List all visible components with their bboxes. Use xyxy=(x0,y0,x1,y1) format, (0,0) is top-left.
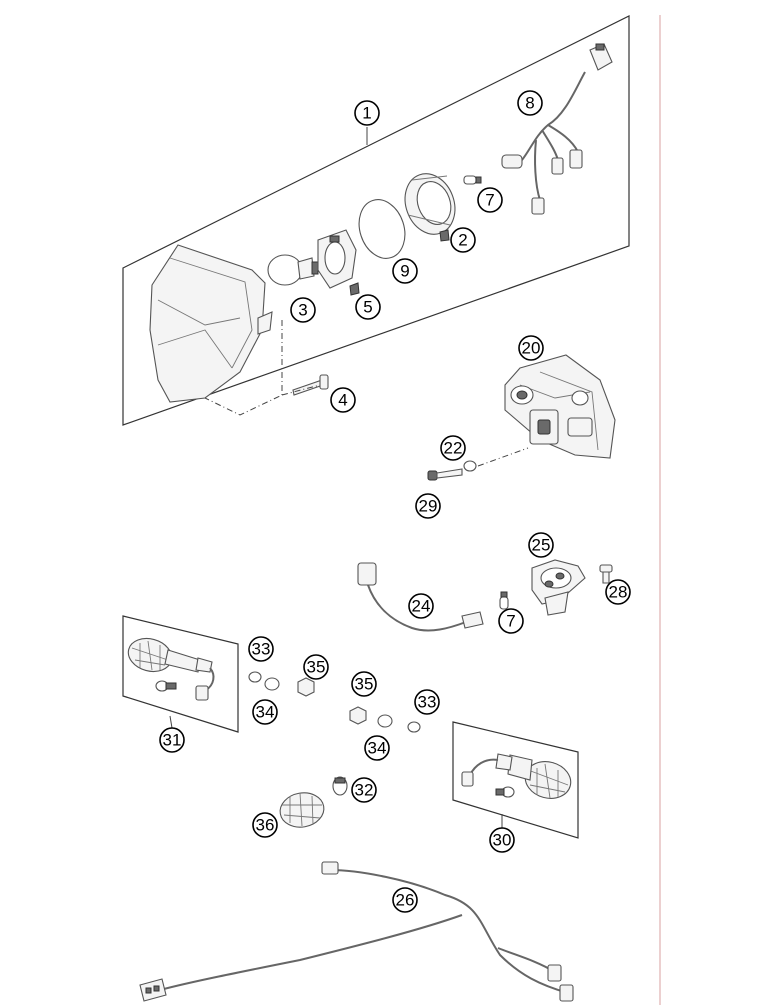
callout-2: 2 xyxy=(450,227,476,253)
callout-1: 1 xyxy=(354,100,380,126)
svg-text:22: 22 xyxy=(444,439,463,458)
callout-29: 29 xyxy=(415,493,441,519)
svg-text:8: 8 xyxy=(525,94,534,113)
svg-text:5: 5 xyxy=(363,298,372,317)
svg-text:1: 1 xyxy=(362,104,371,123)
svg-text:2: 2 xyxy=(458,231,467,250)
callout-32: 32 xyxy=(351,777,377,803)
callout-35-left: 35 xyxy=(303,654,329,680)
headlight-assembly-frame xyxy=(122,15,630,426)
callout-9: 9 xyxy=(392,258,418,284)
callout-30: 30 xyxy=(489,827,515,853)
callout-26: 26 xyxy=(392,887,418,913)
callout-3: 3 xyxy=(290,297,316,323)
headlight-lens xyxy=(358,199,406,259)
svg-text:28: 28 xyxy=(609,583,628,602)
callout-31: 31 xyxy=(159,727,185,753)
license-light-screw xyxy=(599,564,613,584)
callout-34-right: 34 xyxy=(364,735,390,761)
nut-35-right xyxy=(349,706,367,725)
washer-34-right xyxy=(377,714,393,728)
license-bulb xyxy=(499,591,509,610)
svg-text:7: 7 xyxy=(506,612,515,631)
left-indicator xyxy=(127,637,215,701)
callout-22: 22 xyxy=(440,435,466,461)
callout-33-right: 33 xyxy=(414,689,440,715)
right-indicator-frame xyxy=(452,721,579,839)
svg-text:7: 7 xyxy=(485,191,494,210)
svg-text:31: 31 xyxy=(163,731,182,750)
license-plate-light xyxy=(531,559,586,616)
svg-text:4: 4 xyxy=(338,391,347,410)
svg-text:36: 36 xyxy=(256,816,275,835)
left-indicator-frame xyxy=(122,615,239,733)
license-light-cable xyxy=(357,562,484,632)
nut-35-left xyxy=(297,677,315,697)
main-wiring-harness xyxy=(139,861,574,1002)
callout-35-right: 35 xyxy=(351,671,377,697)
svg-text:30: 30 xyxy=(493,831,512,850)
svg-text:24: 24 xyxy=(412,597,431,616)
svg-text:34: 34 xyxy=(368,739,387,758)
washer-33-left xyxy=(248,671,262,683)
reflector-ring xyxy=(404,173,456,242)
svg-text:26: 26 xyxy=(396,891,415,910)
svg-text:25: 25 xyxy=(532,536,551,555)
callout-24: 24 xyxy=(408,593,434,619)
svg-text:35: 35 xyxy=(355,675,374,694)
tail-light-screw xyxy=(427,468,463,481)
headlight-housing xyxy=(149,244,273,403)
svg-text:34: 34 xyxy=(256,703,275,722)
callout-7-license: 7 xyxy=(498,608,524,634)
tail-light-housing xyxy=(504,354,616,459)
svg-text:35: 35 xyxy=(307,658,326,677)
svg-text:3: 3 xyxy=(298,301,307,320)
callout-34-left: 34 xyxy=(252,699,278,725)
svg-text:33: 33 xyxy=(418,693,437,712)
parking-bulb xyxy=(463,175,482,185)
svg-text:33: 33 xyxy=(252,640,271,659)
retaining-clip xyxy=(349,282,360,296)
callout-25: 25 xyxy=(528,532,554,558)
svg-text:32: 32 xyxy=(355,781,374,800)
callout-8: 8 xyxy=(517,90,543,116)
callout-5: 5 xyxy=(355,294,381,320)
headlight-screw xyxy=(292,374,329,396)
headlight-wiring-harness xyxy=(501,43,613,215)
indicator-bulb xyxy=(332,776,348,796)
svg-text:29: 29 xyxy=(419,497,438,516)
svg-text:20: 20 xyxy=(522,339,541,358)
washer-33-right xyxy=(407,721,421,733)
callout-20: 20 xyxy=(518,335,544,361)
headlight-bulb xyxy=(267,254,319,286)
washer-34-left xyxy=(264,677,280,691)
right-indicator xyxy=(461,753,572,799)
callout-36: 36 xyxy=(252,812,278,838)
callout-7-headlight: 7 xyxy=(477,187,503,213)
callout-28: 28 xyxy=(605,579,631,605)
indicator-lens xyxy=(279,792,325,828)
bulb-socket xyxy=(317,229,357,289)
leader-lines xyxy=(169,127,503,828)
callout-4: 4 xyxy=(330,387,356,413)
washer xyxy=(463,460,477,472)
svg-text:9: 9 xyxy=(400,262,409,281)
callout-33-left: 33 xyxy=(248,636,274,662)
